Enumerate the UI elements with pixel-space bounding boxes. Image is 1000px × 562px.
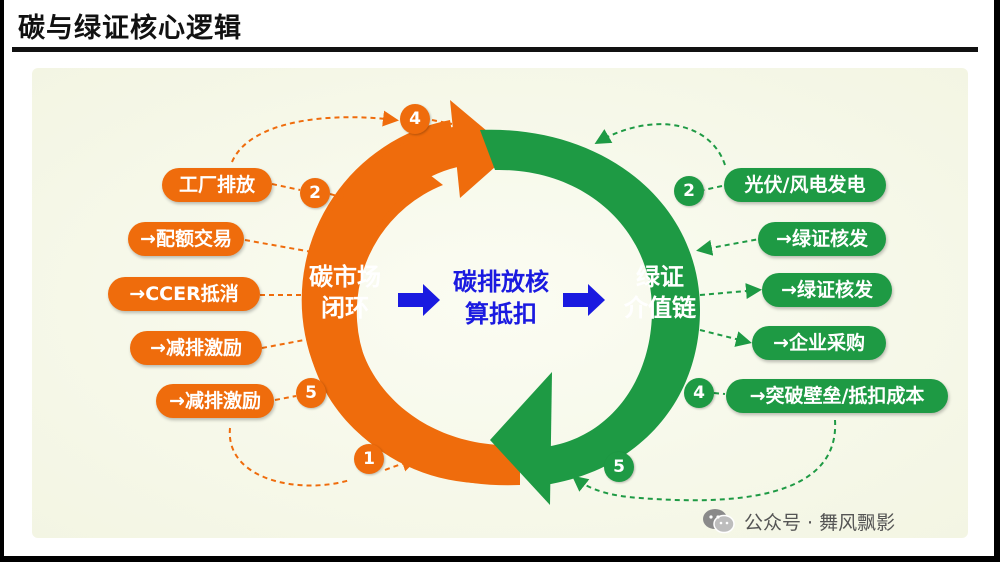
green-cert-label: 绿证 介值链	[610, 262, 710, 324]
step-badge-4-left: 4	[400, 104, 430, 134]
center-text: 碳排放核 算抵扣	[453, 268, 549, 328]
green-dash-top	[594, 123, 726, 166]
orange-dash-top-right	[431, 119, 453, 125]
blue-arrow-right	[563, 284, 605, 316]
green-arrowhead	[490, 372, 552, 505]
left-item-4: →减排激励	[130, 331, 262, 365]
page-title: 碳与绿证核心逻辑	[18, 13, 242, 44]
step-badge-1-left: 1	[354, 444, 384, 474]
wechat-icon	[703, 509, 735, 534]
left-item-3: →CCER抵消	[108, 277, 260, 311]
orange-dash-1	[271, 183, 301, 191]
step-badge-4-right: 4	[684, 378, 714, 408]
blue-arrow-left	[398, 284, 440, 316]
step-badge-2-left: 2	[300, 178, 330, 208]
step-badge-2-right: 2	[674, 176, 704, 206]
right-item-5: →突破壁垒/抵扣成本	[726, 379, 948, 413]
step-badge-5-left: 5	[296, 378, 326, 408]
orange-dash-1b	[329, 193, 346, 199]
right-item-4: →企业采购	[752, 326, 886, 360]
green-ring	[480, 129, 700, 486]
carbon-market-text: 碳市场 闭环	[309, 263, 381, 322]
orange-dash-bottom-right	[384, 456, 418, 472]
orange-dash-5	[274, 395, 297, 401]
orange-dash-top	[231, 110, 399, 163]
green-dash-5	[713, 392, 726, 395]
right-item-3: →绿证核发	[762, 273, 892, 307]
green-dash-2	[696, 237, 766, 256]
footer-account: 公众号 · 舞风飘影	[744, 512, 896, 534]
left-item-1: 工厂排放	[162, 168, 272, 202]
left-item-2: →配额交易	[128, 222, 244, 256]
green-cert-text: 绿证 介值链	[624, 263, 696, 322]
green-dash-4	[699, 329, 752, 347]
step-badge-5-right: 5	[604, 452, 634, 482]
title-divider	[12, 47, 978, 52]
orange-arrowhead	[450, 100, 512, 198]
carbon-market-label: 碳市场 闭环	[300, 262, 390, 324]
green-dash-bottom	[571, 419, 837, 502]
orange-dash-bottom	[228, 427, 351, 487]
left-item-5: →减排激励	[156, 384, 274, 418]
green-dash-1	[703, 185, 723, 191]
right-item-1: 光伏/风电发电	[724, 168, 886, 202]
green-dash-3	[699, 283, 762, 300]
right-item-2: →绿证核发	[758, 222, 886, 256]
center-label: 碳排放核 算抵扣	[440, 266, 562, 330]
orange-dash-2	[244, 239, 313, 253]
orange-ring	[305, 125, 520, 486]
